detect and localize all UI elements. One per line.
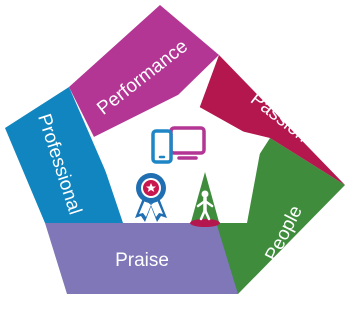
segment-passion <box>195 55 345 185</box>
segment-professional <box>5 87 128 223</box>
devices-icon <box>151 126 206 164</box>
segment-label-praise: Praise <box>115 250 169 271</box>
person-spotlight-icon <box>190 172 220 227</box>
segment-praise <box>45 223 257 294</box>
segment-performance <box>69 5 219 137</box>
award-ribbon-icon <box>135 173 167 222</box>
